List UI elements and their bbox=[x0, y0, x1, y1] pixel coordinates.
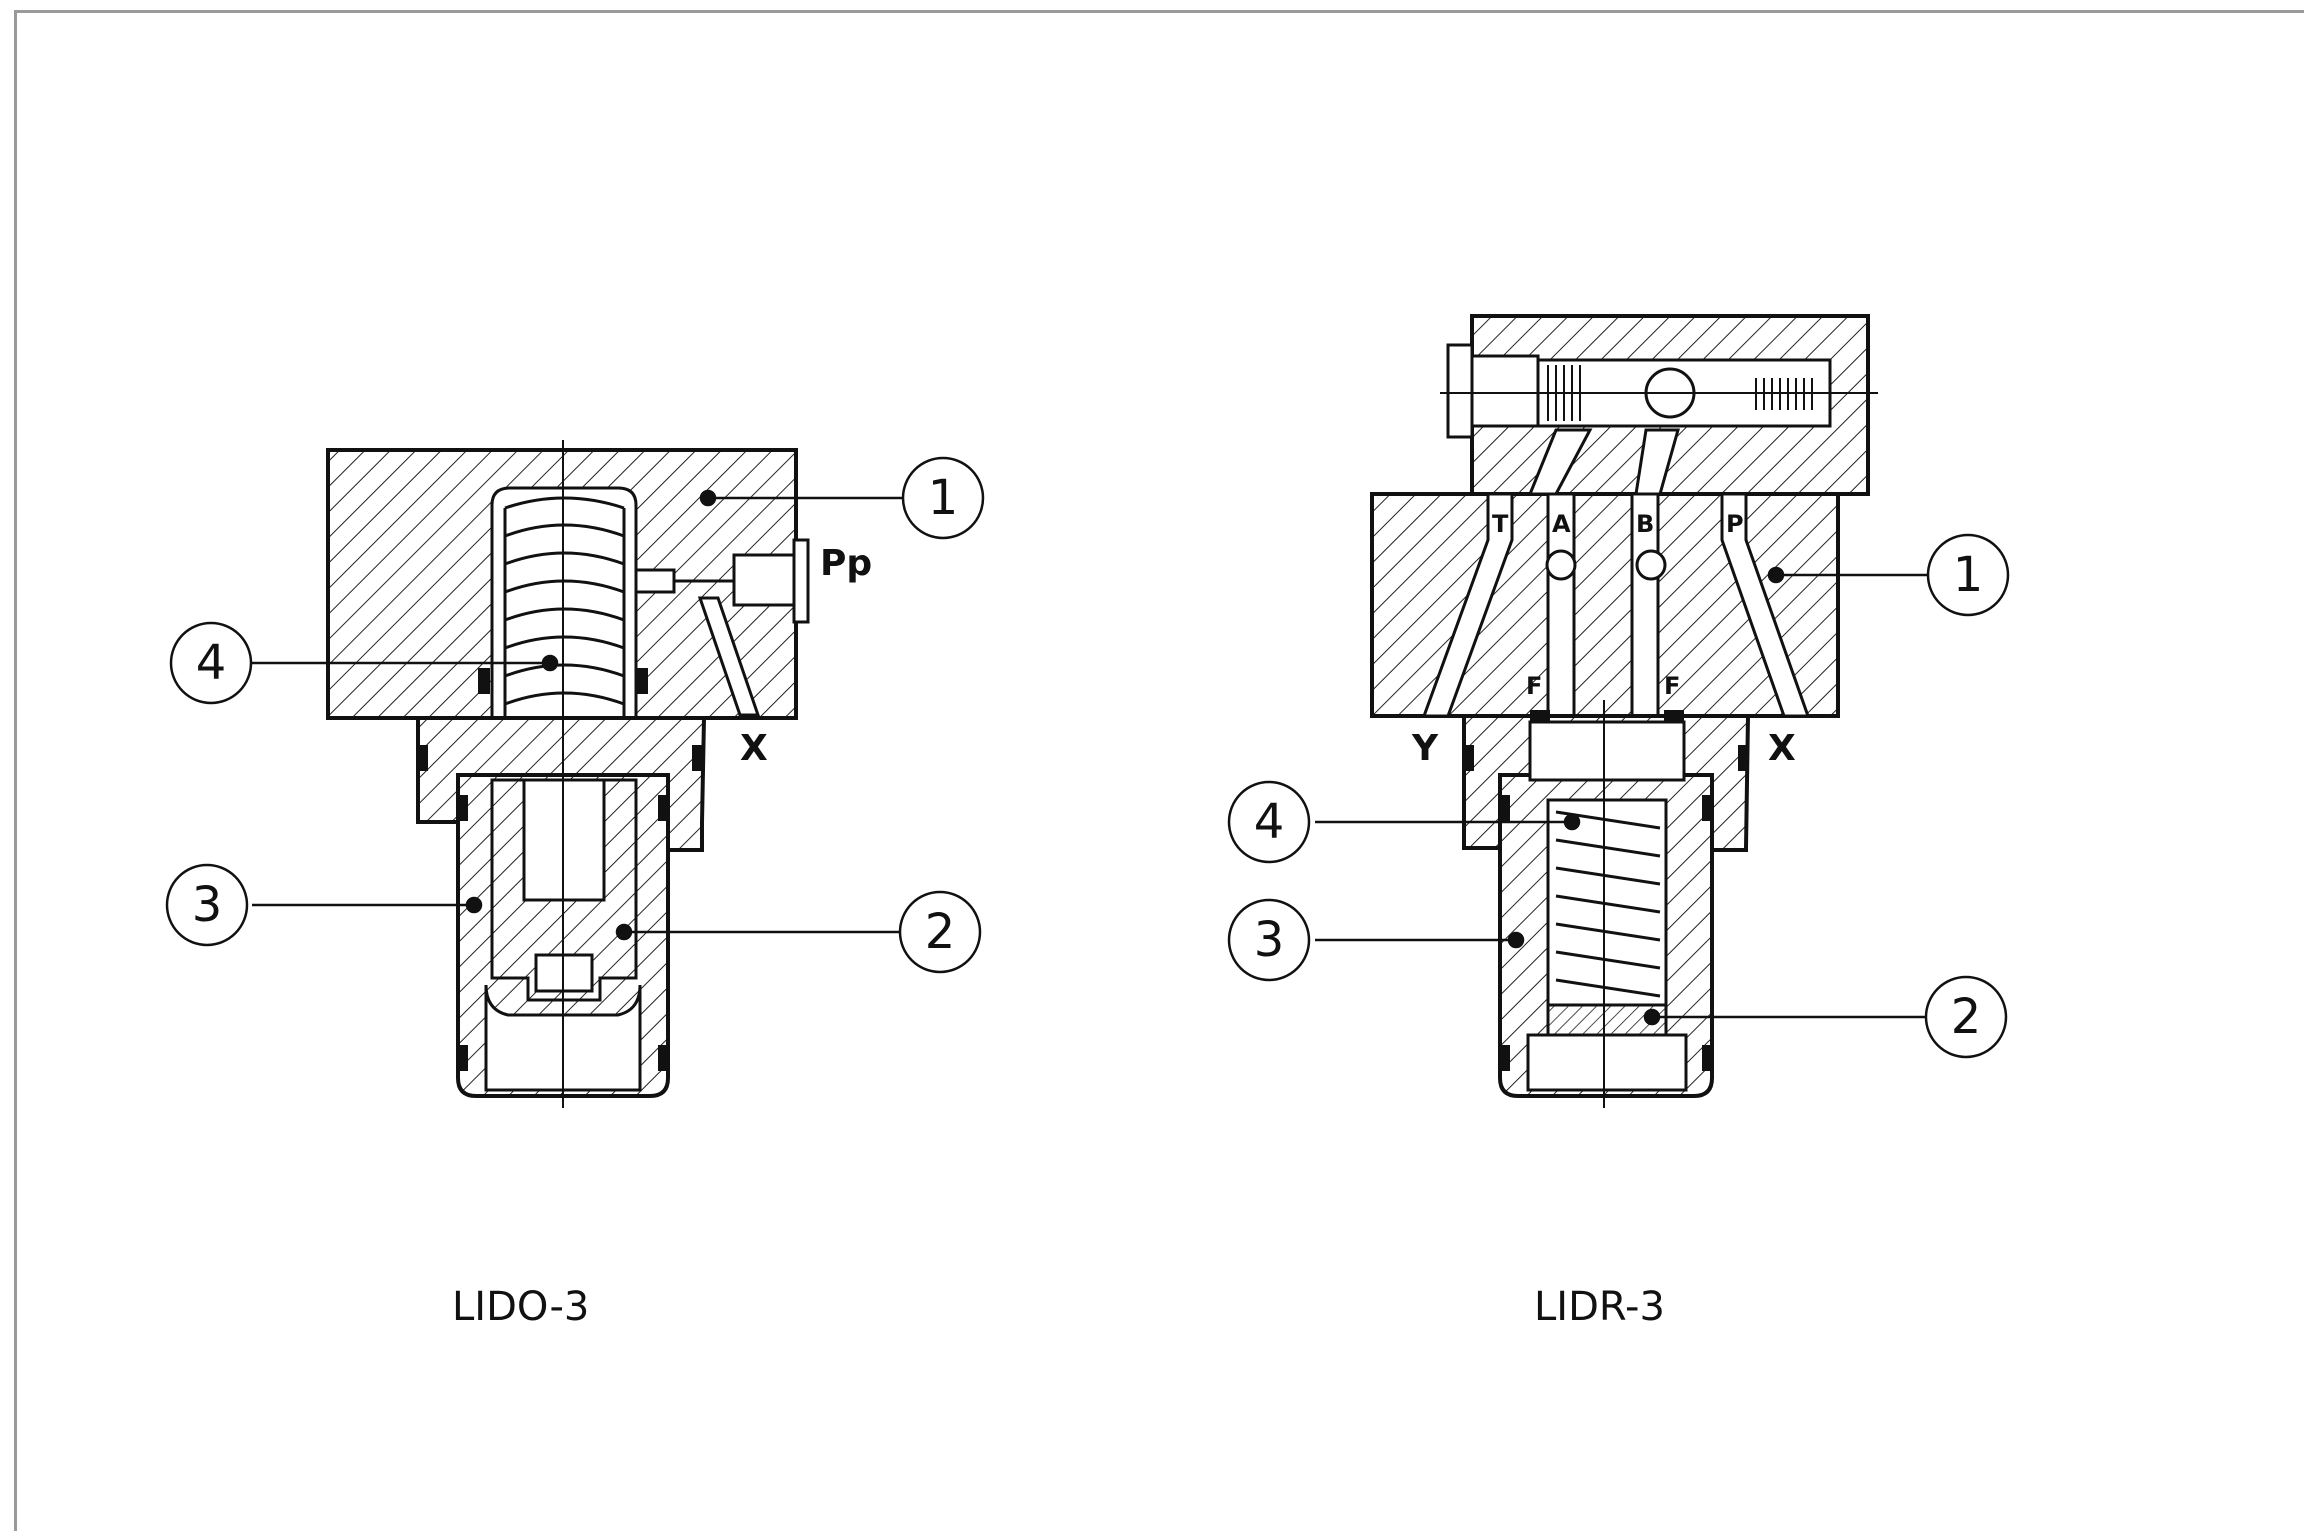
lido-port-pp: Pp bbox=[820, 543, 872, 584]
lidr-spring bbox=[1555, 810, 1661, 998]
lidr-channel-b: B bbox=[1636, 510, 1654, 538]
lidr-callout-1: 1 bbox=[1953, 547, 1984, 603]
lidr-3-valve: 1 2 3 4 Y X T A B P F F LIDR-3 bbox=[1227, 314, 2010, 1330]
lido-seals bbox=[418, 668, 702, 1071]
lidr-channel-t: T bbox=[1492, 510, 1509, 538]
lido-callout-1: 1 bbox=[928, 470, 959, 526]
lidr-cartridge-bore bbox=[1526, 1033, 1688, 1092]
lido-callout-circles bbox=[165, 456, 985, 974]
lidr-callout-3: 3 bbox=[1254, 912, 1285, 968]
lidr-port-y: Y bbox=[1411, 728, 1439, 769]
lido-x-channel bbox=[697, 596, 761, 717]
lidr-port-x: X bbox=[1768, 728, 1796, 769]
lidr-leaders bbox=[1315, 566, 1928, 1026]
lido-leaders bbox=[252, 489, 902, 941]
lidr-title: LIDR-3 bbox=[1534, 1284, 1665, 1330]
lidr-channels bbox=[1421, 428, 1811, 718]
frame-top-border bbox=[14, 10, 2304, 13]
lido-pp-fitting bbox=[634, 538, 810, 624]
lidr-plug bbox=[1470, 354, 1540, 428]
lidr-channel-f-left: F bbox=[1526, 672, 1542, 700]
lidr-callout-4: 4 bbox=[1254, 794, 1285, 850]
lido-callout-4: 4 bbox=[196, 635, 227, 691]
lido-callout-3: 3 bbox=[192, 877, 223, 933]
lidr-poppet bbox=[1528, 720, 1686, 782]
lido-title: LIDO-3 bbox=[452, 1284, 589, 1330]
lido-callout-2: 2 bbox=[925, 904, 956, 960]
lidr-check-b bbox=[1635, 549, 1667, 581]
lido-port-x: X bbox=[740, 728, 768, 769]
lidr-seals bbox=[1464, 710, 1748, 1071]
lidr-callout-circles bbox=[1227, 533, 2010, 1059]
lidr-channel-f-right: F bbox=[1664, 672, 1680, 700]
lido-3-valve: 1 2 3 4 Pp X LIDO-3 bbox=[165, 440, 985, 1330]
lidr-callout-2: 2 bbox=[1951, 989, 1982, 1045]
lidr-channel-p: P bbox=[1726, 510, 1744, 538]
lidr-check-a bbox=[1545, 549, 1577, 581]
lidr-end-cap bbox=[1446, 343, 1474, 439]
lidr-channel-a: A bbox=[1552, 510, 1571, 538]
frame-left-border bbox=[14, 10, 17, 1531]
